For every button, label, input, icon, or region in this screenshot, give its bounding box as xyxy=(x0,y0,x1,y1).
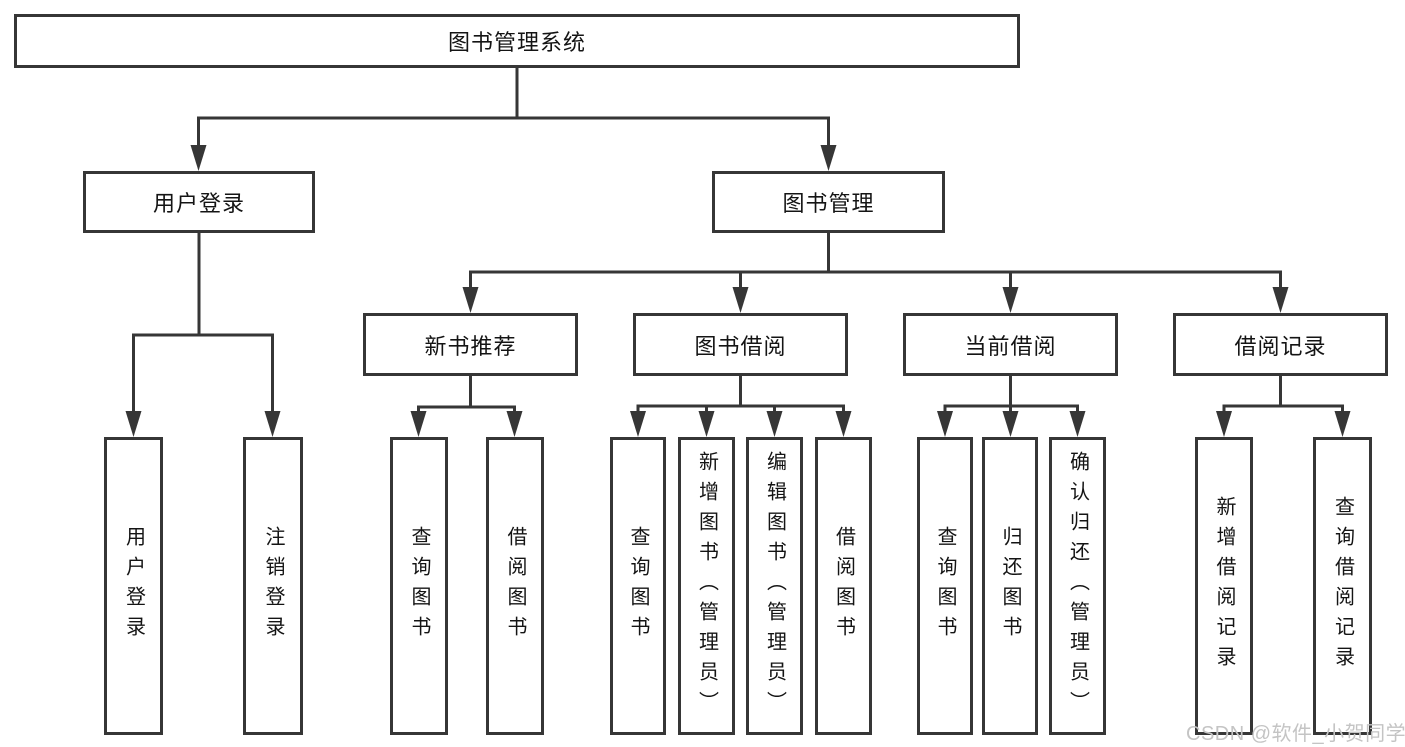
node-new-book-recommend: 新书推荐 xyxy=(363,313,578,376)
node-edit-book-admin: 编辑图书（管理员） xyxy=(746,437,803,735)
leaf-label: 编辑图书（管理员） xyxy=(763,451,786,721)
leaf-label: 新增借阅记录 xyxy=(1213,496,1235,676)
node-query-books-3: 查询图书 xyxy=(917,437,973,735)
leaf-label: 查询图书 xyxy=(627,526,649,646)
node-user-login: 用户登录 xyxy=(83,171,315,233)
node-root: 图书管理系统 xyxy=(14,14,1020,68)
node-book-management: 图书管理 xyxy=(712,171,945,233)
leaf-label: 新增图书（管理员） xyxy=(695,451,718,721)
node-user-login-leaf: 用户登录 xyxy=(104,437,163,735)
node-query-books-1: 查询图书 xyxy=(390,437,448,735)
leaf-label: 借阅图书 xyxy=(832,526,855,646)
leaf-label: 查询图书 xyxy=(408,526,430,646)
leaf-label: 注销登录 xyxy=(262,526,284,646)
node-current-borrow: 当前借阅 xyxy=(903,313,1118,376)
node-query-borrow-record: 查询借阅记录 xyxy=(1313,437,1372,735)
node-logout: 注销登录 xyxy=(243,437,303,735)
node-borrow-books-1: 借阅图书 xyxy=(486,437,544,735)
leaf-label: 查询图书 xyxy=(934,526,956,646)
node-add-book-admin: 新增图书（管理员） xyxy=(678,437,735,735)
node-borrow-books-2: 借阅图书 xyxy=(815,437,872,735)
node-add-borrow-record: 新增借阅记录 xyxy=(1195,437,1253,735)
node-confirm-return-admin: 确认归还（管理员） xyxy=(1049,437,1106,735)
node-book-borrow: 图书借阅 xyxy=(633,313,848,376)
leaf-label: 借阅图书 xyxy=(504,526,526,646)
watermark: CSDN @软件_小贺同学 xyxy=(1186,723,1405,745)
leaf-label: 查询借阅记录 xyxy=(1331,496,1354,676)
node-query-books-2: 查询图书 xyxy=(610,437,666,735)
leaf-label: 确认归还（管理员） xyxy=(1066,451,1089,721)
node-borrow-records: 借阅记录 xyxy=(1173,313,1388,376)
node-return-book: 归还图书 xyxy=(982,437,1038,735)
arrowheads xyxy=(125,145,1351,437)
leaf-label: 用户登录 xyxy=(122,526,145,646)
leaf-label: 归还图书 xyxy=(999,526,1021,646)
